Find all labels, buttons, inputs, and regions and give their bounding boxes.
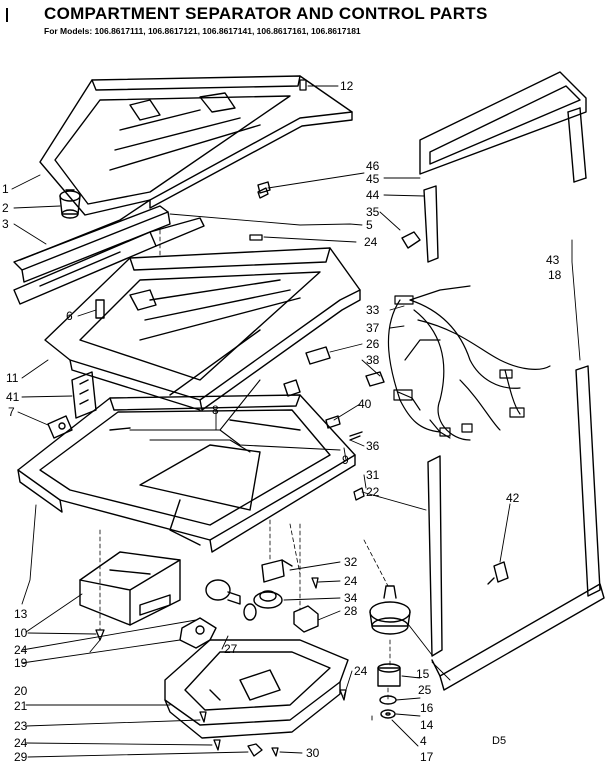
callout-8: 8 [212, 403, 219, 417]
callout-18: 18 [548, 268, 562, 282]
washer-4 [380, 709, 396, 719]
damper-control [261, 559, 293, 583]
callout-37: 37 [366, 321, 380, 335]
page-code: D5 [492, 735, 506, 747]
callout-43: 43 [546, 253, 560, 267]
separator-rail [13, 205, 205, 305]
small-spacer [95, 299, 105, 319]
control-box [79, 551, 181, 626]
callout-35: 35 [366, 205, 380, 219]
callout-38: 38 [366, 353, 380, 367]
wiring-harness [387, 285, 551, 441]
callout-22: 22 [366, 485, 380, 499]
callout-28: 28 [344, 604, 358, 618]
callout-45: 45 [366, 172, 380, 186]
callout-2: 2 [2, 201, 9, 215]
spacer-16 [377, 663, 401, 687]
callout-25: 25 [418, 683, 432, 697]
callout-32: 32 [344, 555, 358, 569]
bulb-lens [243, 603, 257, 621]
callout-33: 33 [366, 303, 380, 317]
control-housing [164, 639, 349, 739]
callout-44: 44 [366, 188, 380, 202]
lamp-socket [179, 617, 217, 649]
breaker-strip-top [423, 185, 439, 263]
callout-10: 10 [14, 626, 28, 640]
wire-clip [47, 415, 73, 439]
callout-46: 46 [366, 159, 380, 173]
control-knob [59, 189, 81, 219]
light-bulb [205, 579, 241, 605]
upper-gasket-frame [419, 71, 587, 183]
callout-14: 14 [420, 718, 434, 732]
light-switch [293, 605, 319, 633]
heater-wire [129, 379, 341, 453]
callout-5: 5 [366, 218, 373, 232]
callout-6: 6 [66, 309, 73, 323]
callout-16: 16 [420, 701, 434, 715]
callout-24-top: 24 [364, 235, 378, 249]
breaker-strip-bottom [427, 455, 443, 657]
margin-tick [6, 8, 8, 22]
callout-24-right: 24 [354, 664, 368, 678]
small-hardware [257, 181, 421, 437]
callout-40: 40 [358, 397, 372, 411]
callout-4: 4 [420, 734, 427, 748]
callout-19: 19 [14, 656, 28, 670]
model-list: For Models: 106.8617111, 106.8617121, 10… [44, 26, 361, 36]
callout-36: 36 [366, 439, 380, 453]
callout-24-bottom: 24 [14, 736, 28, 750]
callout-42: 42 [506, 491, 520, 505]
callout-9: 9 [342, 453, 349, 467]
callout-13: 13 [14, 607, 28, 621]
callout-41: 41 [6, 390, 20, 404]
thermostat-dial [253, 590, 283, 609]
callout-20: 20 [14, 684, 28, 698]
callout-26: 26 [366, 337, 380, 351]
lower-separator-base [17, 394, 356, 553]
callout-24-left: 24 [14, 643, 28, 657]
callout-30: 30 [306, 746, 320, 760]
upper-separator-cover [19, 75, 353, 261]
alignment-lines [99, 229, 391, 701]
callout-labels: 12 46 45 44 35 5 24 1 2 3 43 18 33 6 37 … [2, 79, 562, 764]
callout-24-mid: 24 [344, 574, 358, 588]
callout-23: 23 [14, 719, 28, 733]
damper-clip [487, 561, 509, 585]
lower-gasket-frame [431, 365, 605, 691]
mid-separator-panel [44, 247, 361, 411]
callout-11: 11 [6, 371, 19, 385]
diagram-title: COMPARTMENT SEPARATOR AND CONTROL PARTS [44, 4, 488, 23]
callout-27: 27 [224, 642, 238, 656]
callout-15: 15 [416, 667, 430, 681]
thermostat-bracket [71, 371, 97, 419]
callout-1: 1 [2, 182, 9, 196]
callout-12: 12 [340, 79, 354, 93]
callout-17: 17 [420, 750, 434, 764]
callout-34: 34 [344, 591, 358, 605]
callout-3: 3 [2, 217, 9, 231]
callout-29: 29 [14, 750, 28, 764]
leader-lines [11, 85, 581, 758]
callout-21: 21 [14, 699, 28, 713]
callout-7: 7 [8, 405, 15, 419]
damper-assembly [369, 585, 411, 635]
callout-31: 31 [366, 468, 380, 482]
